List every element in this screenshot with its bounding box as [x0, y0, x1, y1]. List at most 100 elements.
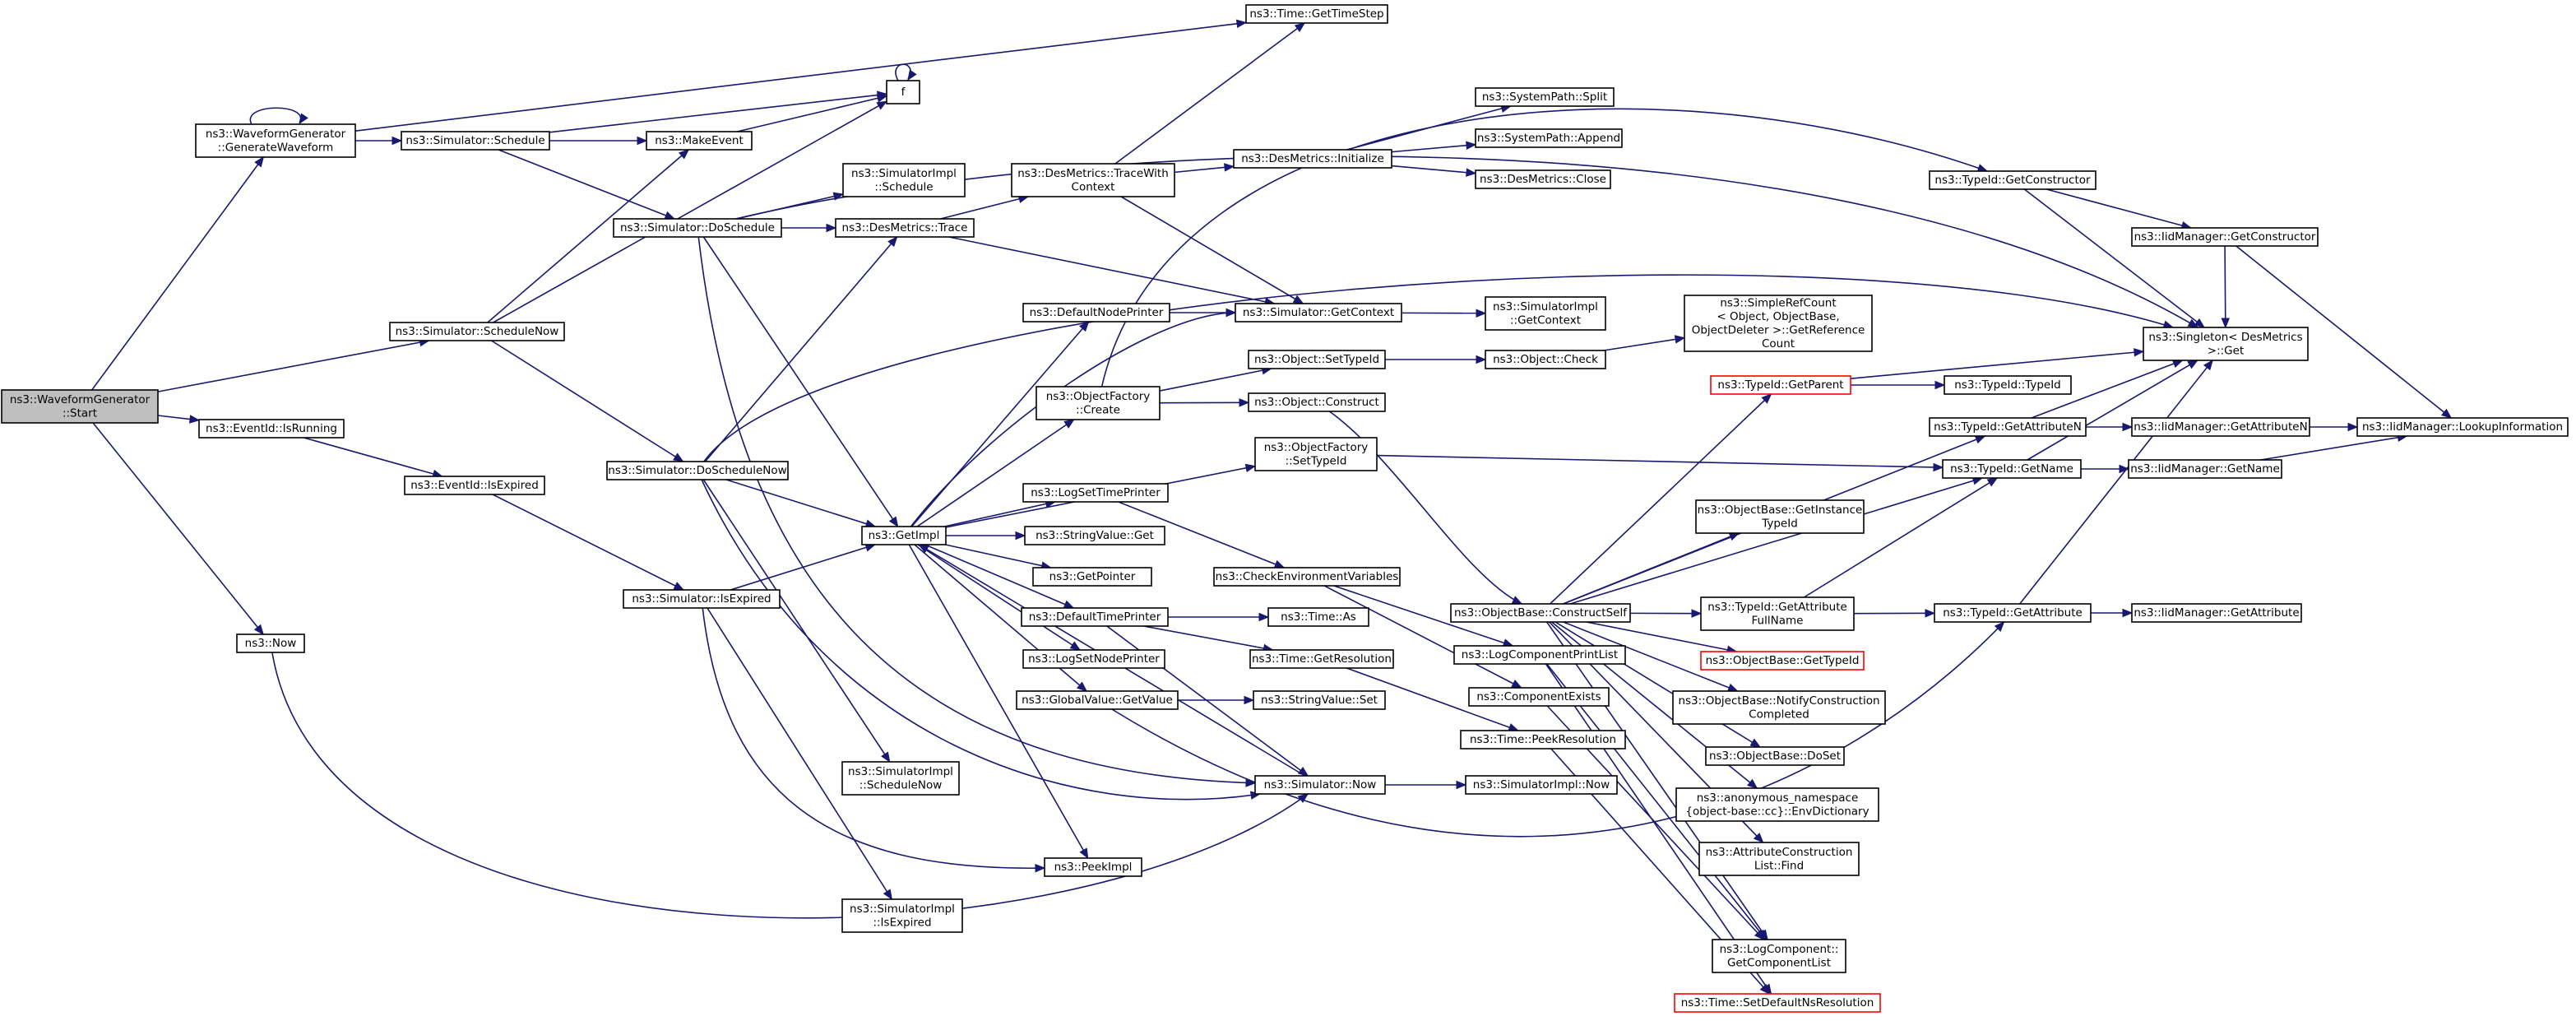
- node-timesetdefaultns[interactable]: ns3::Time::SetDefaultNsResolution: [1674, 993, 1881, 1013]
- node-simimplisexpired[interactable]: ns3::SimulatorImpl::IsExpired: [841, 898, 963, 933]
- node-box: [2131, 603, 2302, 623]
- node-timepeekresolution[interactable]: ns3::Time::PeekResolution: [1460, 730, 1626, 750]
- node-objectfactorycreate[interactable]: ns3::ObjectFactory::Create: [1035, 386, 1161, 420]
- node-gettimestep[interactable]: ns3::Time::GetTimeStep: [1245, 4, 1388, 24]
- node-start[interactable]: ns3::WaveformGenerator::Start: [1, 389, 159, 424]
- node-box: [404, 476, 545, 495]
- node-timeas[interactable]: ns3::Time::As: [1267, 607, 1369, 627]
- node-typeidgetattribute[interactable]: ns3::TypeId::GetAttribute: [1934, 603, 2092, 623]
- node-label: ns3::GetImpl: [869, 529, 940, 542]
- node-singletonget[interactable]: ns3::Singleton< DesMetrics >::Get: [2143, 327, 2309, 361]
- node-defaulttimeprinter[interactable]: ns3::DefaultTimePrinter: [1021, 607, 1169, 627]
- node-box: [2131, 227, 2319, 247]
- node-timegetresolution[interactable]: ns3::Time::GetResolution: [1249, 649, 1394, 669]
- node-simimplnow[interactable]: ns3::SimulatorImpl::Now: [1465, 775, 1618, 795]
- node-box: [1475, 87, 1615, 107]
- node-objectbasedoset[interactable]: ns3::ObjectBase::DoSet: [1705, 746, 1845, 766]
- node-simnow[interactable]: ns3::Simulator::Now: [1254, 775, 1386, 795]
- node-simisexpired[interactable]: ns3::Simulator::IsExpired: [623, 589, 781, 609]
- node-logsetnodeprinter[interactable]: ns3::LogSetNodePrinter: [1022, 649, 1165, 669]
- node-logsettimeprinter[interactable]: ns3::LogSetTimePrinter: [1022, 483, 1169, 503]
- node-getimpl[interactable]: ns3::GetImpl: [861, 526, 947, 545]
- node-box: [1712, 939, 1846, 973]
- node-split[interactable]: ns3::SystemPath::Split: [1475, 87, 1615, 107]
- node-now[interactable]: ns3::Now: [236, 633, 305, 653]
- node-simimplschedulenow[interactable]: ns3::SimulatorImpl::ScheduleNow: [841, 761, 960, 796]
- node-iidmgrlookup[interactable]: ns3::IidManager::LookupInformation: [2356, 417, 2569, 437]
- node-desinit[interactable]: ns3::DesMetrics::Initialize: [1233, 149, 1392, 169]
- node-simimplschedule[interactable]: ns3::SimulatorImpl::Schedule: [842, 163, 966, 197]
- node-genwave[interactable]: ns3::WaveformGenerator::GenerateWaveform: [195, 123, 356, 158]
- node-label: ns3::EventId::IsExpired: [410, 479, 539, 492]
- node-label: ns3::Time::PeekResolution: [1470, 733, 1616, 746]
- node-box: [1929, 170, 2096, 190]
- node-simplerefcount[interactable]: ns3::SimpleRefCount< Object, ObjectBase,…: [1684, 295, 1873, 352]
- node-constructself[interactable]: ns3::ObjectBase::ConstructSelf: [1450, 603, 1631, 623]
- node-box: [623, 589, 781, 609]
- node-box: [646, 131, 753, 151]
- node-eventidisrunning[interactable]: ns3::EventId::IsRunning: [198, 419, 345, 439]
- node-logcomponentprintlist[interactable]: ns3::LogComponentPrintList: [1453, 645, 1626, 665]
- node-typeidgetname[interactable]: ns3::TypeId::GetName: [1942, 459, 2082, 479]
- node-box: [1684, 295, 1873, 352]
- edge-start-to-genwave: [91, 155, 265, 391]
- node-objectsettypeid[interactable]: ns3::Object::SetTypeId: [1248, 350, 1386, 369]
- edge-simisexpired-to-simimplisexpired: [707, 607, 893, 901]
- node-desclose[interactable]: ns3::DesMetrics::Close: [1475, 169, 1611, 189]
- node-checkenv[interactable]: ns3::CheckEnvironmentVariables: [1213, 567, 1401, 587]
- node-objectbasegettypeid[interactable]: ns3::ObjectBase::GetTypeId: [1700, 651, 1865, 671]
- node-label: ns3::Object::Construct: [1254, 396, 1379, 409]
- node-simimplgetcontext[interactable]: ns3::SimulatorImpl::GetContext: [1485, 296, 1606, 331]
- node-box: [1475, 128, 1623, 148]
- node-label: ns3::SimulatorImpl: [1493, 300, 1598, 313]
- node-notifyconstruction[interactable]: ns3::ObjectBase::NotifyConstructionCompl…: [1672, 690, 1886, 725]
- node-box: [1468, 687, 1610, 707]
- node-append[interactable]: ns3::SystemPath::Append: [1475, 128, 1623, 148]
- node-doschedulenow[interactable]: ns3::Simulator::DoScheduleNow: [606, 461, 789, 480]
- node-desmetricstrace[interactable]: ns3::DesMetrics::Trace: [835, 218, 975, 238]
- node-box: [195, 123, 356, 158]
- node-eventidisexpired[interactable]: ns3::EventId::IsExpired: [404, 476, 545, 495]
- node-schedule[interactable]: ns3::Simulator::Schedule: [401, 131, 550, 151]
- node-scheduleNow[interactable]: ns3::Simulator::ScheduleNow: [389, 322, 565, 341]
- node-iidmgrgetattribute[interactable]: ns3::IidManager::GetAttribute: [2131, 603, 2302, 623]
- node-defaultnodeprinter[interactable]: ns3::DefaultNodePrinter: [1022, 303, 1170, 323]
- edge-iidmgrgetconstructor-to-iidmgrlookup: [2235, 245, 2453, 419]
- node-iidmgrgetconstructor[interactable]: ns3::IidManager::GetConstructor: [2131, 227, 2319, 247]
- node-doschedule[interactable]: ns3::Simulator::DoSchedule: [613, 218, 782, 238]
- node-objectfactorysettypeid[interactable]: ns3::ObjectFactory::SetTypeId: [1254, 437, 1378, 471]
- node-objectcheck[interactable]: ns3::Object::Check: [1485, 350, 1606, 369]
- node-label: ns3::StringValue::Get: [1035, 529, 1154, 542]
- node-simgetcontext[interactable]: ns3::Simulator::GetContext: [1235, 303, 1402, 323]
- node-iidmgrgetname[interactable]: ns3::IidManager::GetName: [2128, 459, 2282, 479]
- node-typeidgetparent[interactable]: ns3::TypeId::GetParent: [1710, 375, 1851, 395]
- node-label: ns3::anonymous_namespace: [1697, 791, 1859, 805]
- edge-typeidgetparent-to-typeidtypeid: [1851, 380, 1946, 390]
- node-peekimpl[interactable]: ns3::PeekImpl: [1044, 857, 1142, 877]
- node-f[interactable]: f: [886, 80, 920, 104]
- edge-typeidgetconstructor-to-singletonget: [2023, 188, 2206, 328]
- node-objectconstruct[interactable]: ns3::Object::Construct: [1248, 392, 1386, 412]
- node-box: [1035, 386, 1161, 420]
- node-typeidtypeid[interactable]: ns3::TypeId::TypeId: [1944, 375, 2072, 395]
- node-typeidgetconstructor[interactable]: ns3::TypeId::GetConstructor: [1929, 170, 2096, 190]
- node-logcomponentgetlist[interactable]: ns3::LogComponent::GetComponentList: [1712, 939, 1846, 973]
- node-getpointer[interactable]: ns3::GetPointer: [1032, 567, 1152, 587]
- node-stringvalueget[interactable]: ns3::StringValue::Get: [1024, 526, 1165, 545]
- node-globalvaluegetvalue[interactable]: ns3::GlobalValue::GetValue: [1016, 690, 1179, 710]
- edge-doschedulenow-to-simimplschedulenow: [702, 479, 891, 763]
- node-makeevent[interactable]: ns3::MakeEvent: [646, 131, 753, 151]
- node-label: ::ScheduleNow: [859, 778, 943, 791]
- node-componentexists[interactable]: ns3::ComponentExists: [1468, 687, 1610, 707]
- node-iidmgrgetattributen[interactable]: ns3::IidManager::GetAttributeN: [2131, 417, 2310, 437]
- node-stringvalueset[interactable]: ns3::StringValue::Set: [1253, 690, 1386, 710]
- edge-doschedulenow-to-getimpl: [725, 479, 877, 528]
- node-envdictionary[interactable]: ns3::anonymous_namespace{object-base::cc…: [1675, 787, 1879, 822]
- edge-getimpl-to-peekimpl: [908, 544, 1089, 860]
- node-typeidgetattributen[interactable]: ns3::TypeId::GetAttributeN: [1929, 417, 2087, 437]
- node-box: [1, 389, 159, 424]
